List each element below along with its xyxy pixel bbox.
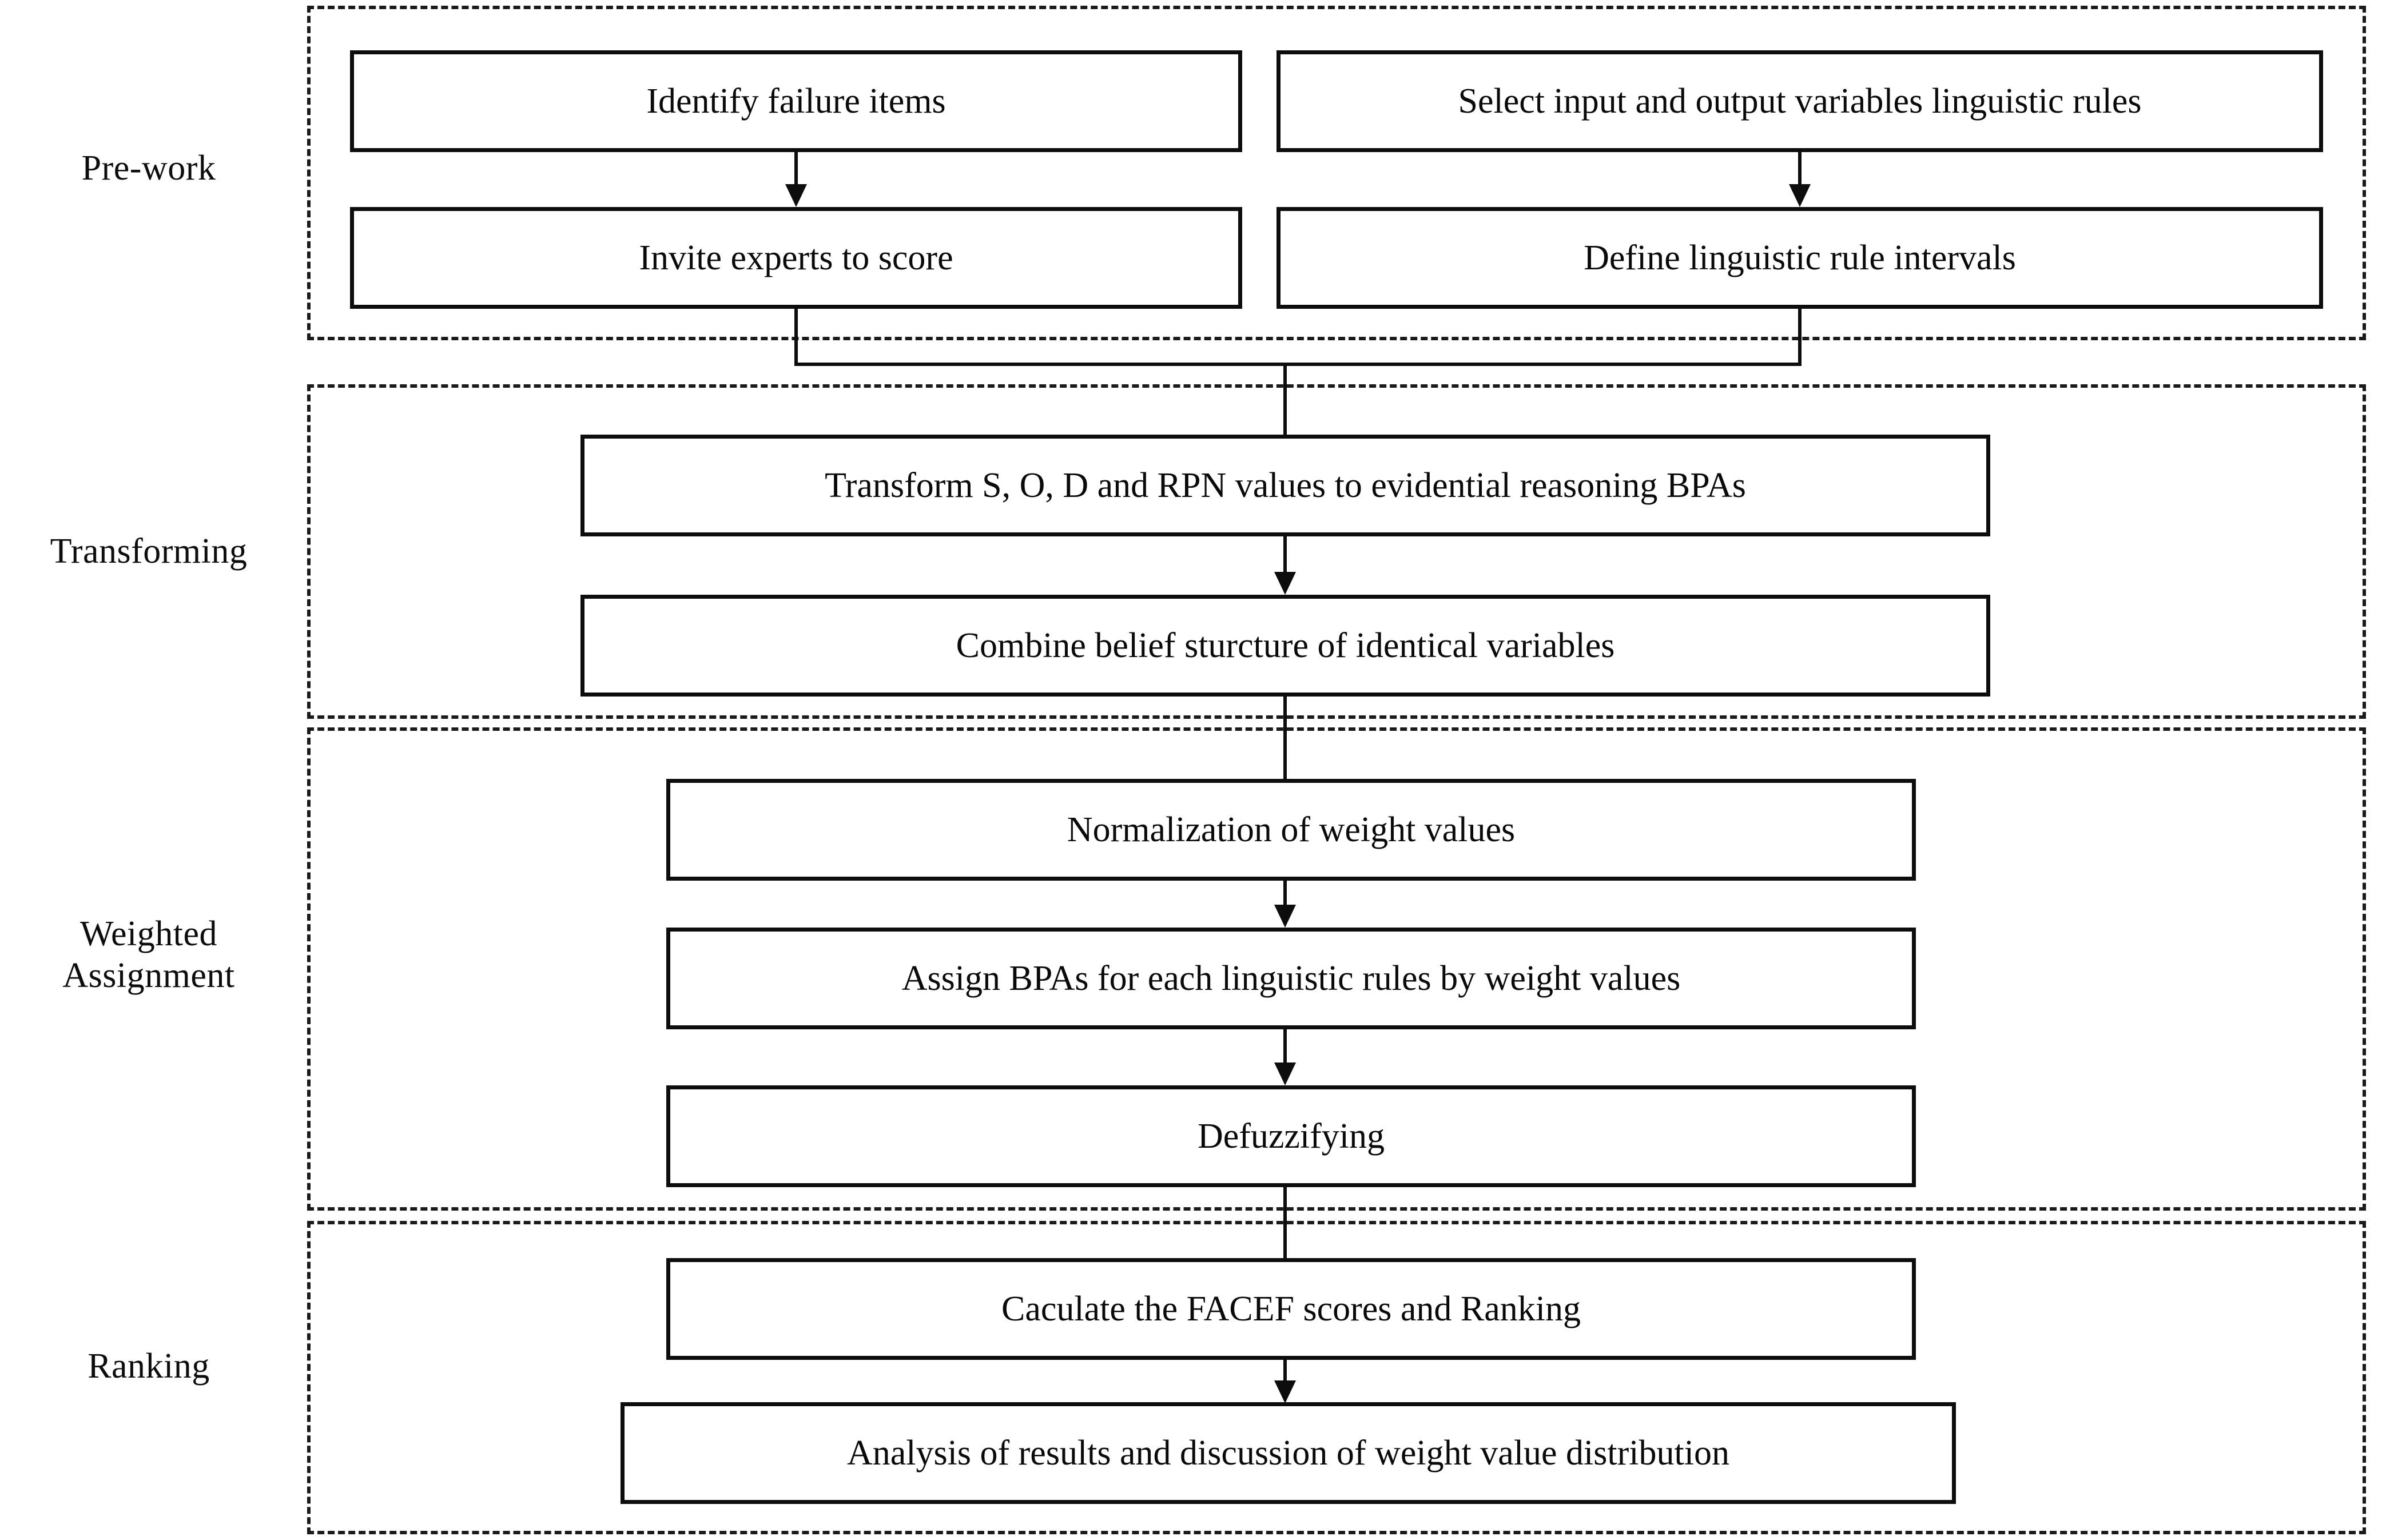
connector-calculate-to-analysis — [1283, 1360, 1287, 1383]
arrowhead-normalize-to-assign — [1274, 905, 1296, 928]
node-identify-failure-items[interactable]: Identify failure items — [350, 50, 1242, 152]
stage-label-ranking: Ranking — [88, 1347, 210, 1386]
connector-identify-to-invite — [794, 152, 798, 185]
node-transform-bpas[interactable]: Transform S, O, D and RPN values to evid… — [580, 435, 1990, 536]
connector-merge-to-transform — [1283, 363, 1287, 437]
connector-defuzzify-to-calculate — [1283, 1187, 1287, 1260]
stage-panel-transforming — [307, 384, 2366, 719]
arrowhead-calculate-to-analysis — [1274, 1380, 1296, 1403]
arrowhead-assign-to-defuzzify — [1274, 1063, 1296, 1085]
connector-transform-to-combine — [1283, 536, 1287, 573]
connector-select-to-define — [1798, 152, 1802, 185]
stage-label-pre-work: Pre-work — [81, 149, 216, 188]
stage-panel-weighted-assignment — [307, 727, 2366, 1211]
node-define-intervals[interactable]: Define linguistic rule intervals — [1276, 207, 2323, 309]
connector-define-down — [1798, 309, 1802, 366]
node-calculate-scores[interactable]: Caculate the FACEF scores and Ranking — [666, 1258, 1916, 1360]
stage-label-weighted-assignment: Weighted Assignment — [62, 914, 235, 995]
node-invite-experts[interactable]: Invite experts to score — [350, 207, 1242, 309]
connector-invite-down — [794, 309, 798, 366]
connector-combine-to-normalize — [1283, 697, 1287, 781]
node-analysis-results[interactable]: Analysis of results and discussion of we… — [621, 1402, 1956, 1504]
node-select-variables-rules[interactable]: Select input and output variables lingui… — [1276, 50, 2323, 152]
stage-panel-pre-work — [307, 6, 2366, 340]
connector-assign-to-defuzzify — [1283, 1029, 1287, 1065]
node-assign-bpas[interactable]: Assign BPAs for each linguistic rules by… — [666, 928, 1916, 1029]
node-normalize-weights[interactable]: Normalization of weight values — [666, 779, 1916, 881]
connector-merge-bar — [794, 363, 1802, 366]
arrowhead-transform-to-combine — [1274, 572, 1296, 595]
arrowhead-select-to-define — [1789, 184, 1811, 207]
node-combine-belief[interactable]: Combine belief sturcture of identical va… — [580, 595, 1990, 697]
connector-normalize-to-assign — [1283, 881, 1287, 907]
stage-panel-ranking — [307, 1221, 2366, 1534]
arrowhead-identify-to-invite — [785, 184, 807, 207]
stage-label-transforming: Transforming — [50, 532, 248, 571]
node-defuzzifying[interactable]: Defuzzifying — [666, 1085, 1916, 1187]
